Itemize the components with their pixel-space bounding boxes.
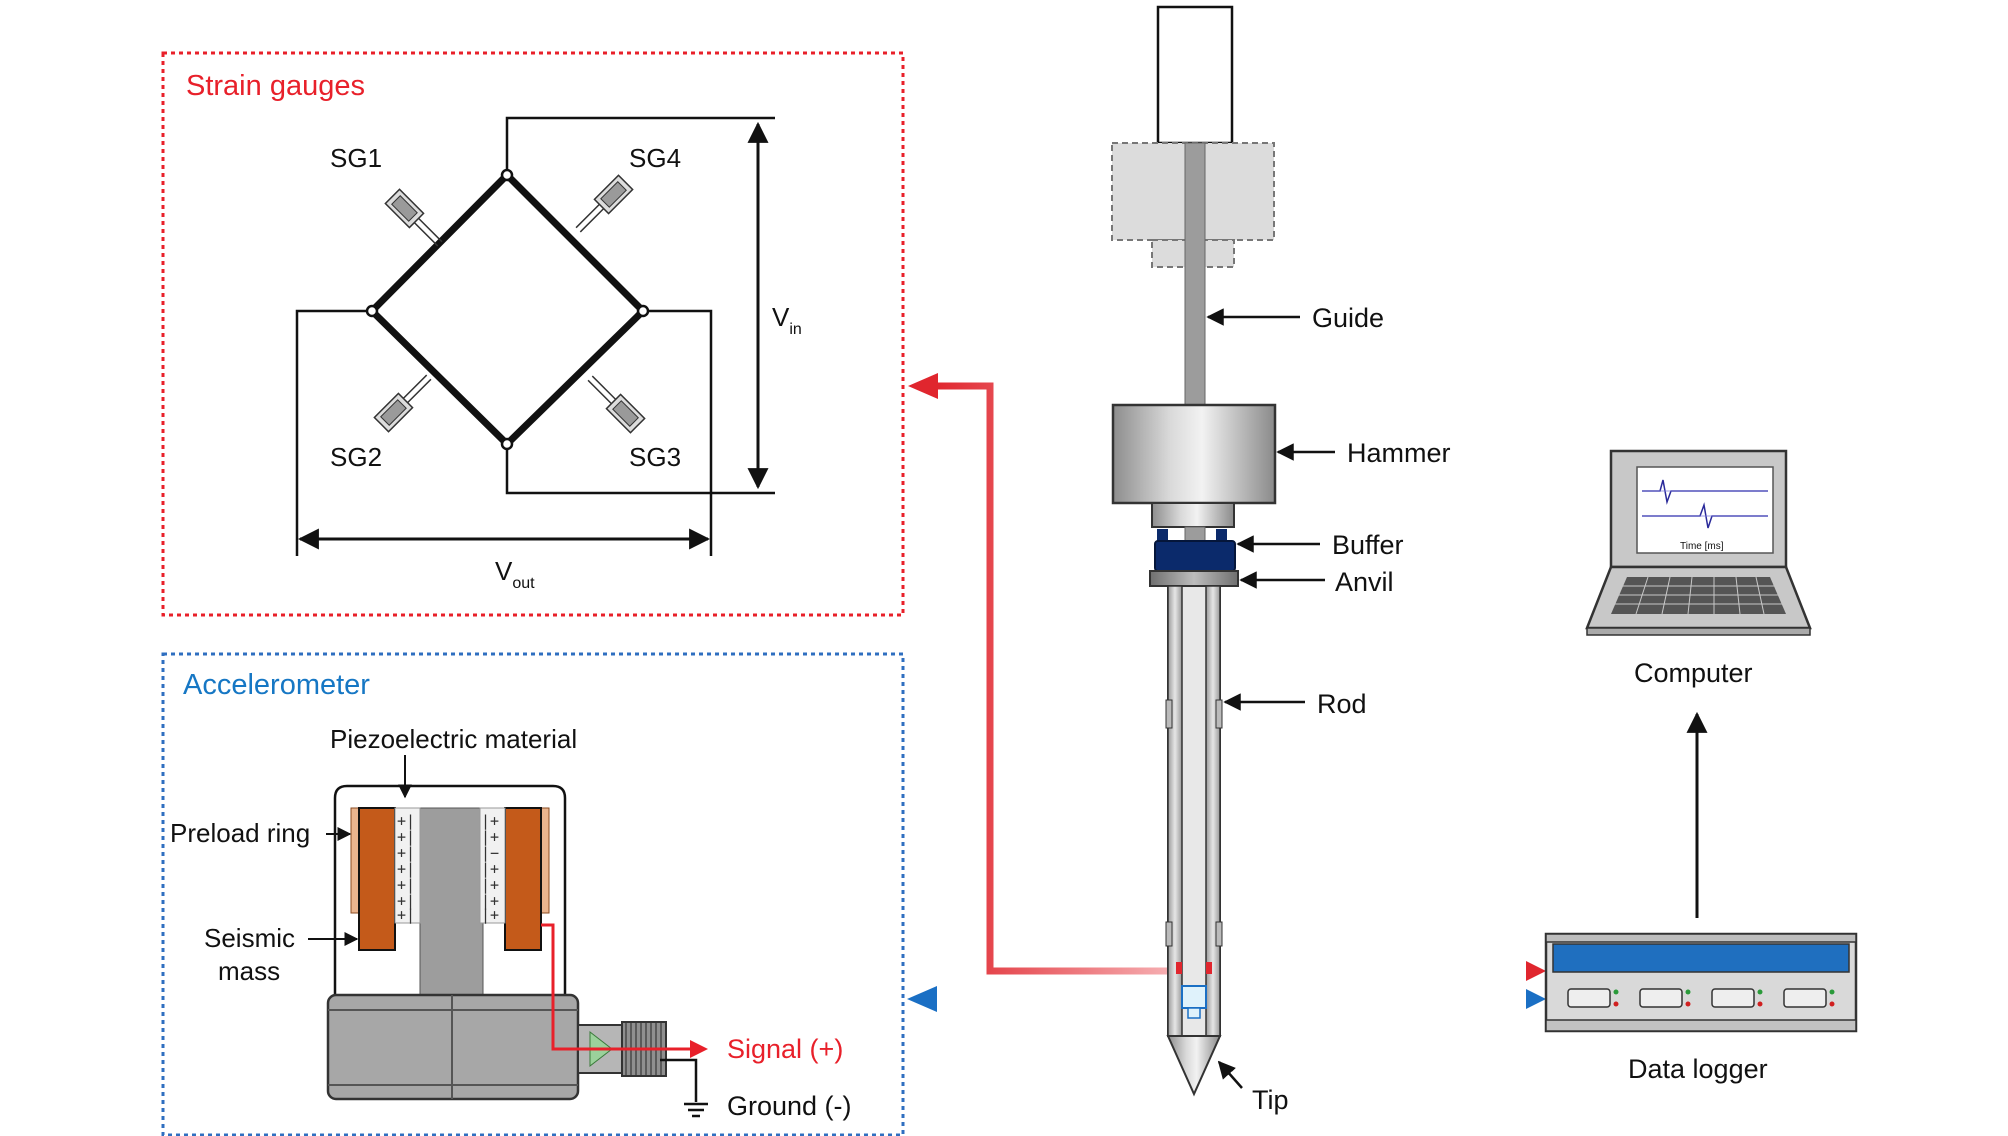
svg-text:+|: +| xyxy=(397,844,415,862)
preload-label: Preload ring xyxy=(170,818,310,848)
anvil xyxy=(1149,570,1239,587)
computer: Time [ms] Computer xyxy=(1585,449,1812,688)
piezo-charges-right: |+|+|− |+|+|+|+ xyxy=(481,812,499,924)
sg3-label: SG3 xyxy=(629,442,681,472)
accelerometer-title: Accelerometer xyxy=(183,669,370,701)
sg4-label: SG4 xyxy=(629,143,681,173)
sg2-label: SG2 xyxy=(330,442,382,472)
hammer-neck xyxy=(1151,502,1235,528)
sg1-label: SG1 xyxy=(330,143,382,173)
ground-icon xyxy=(684,1102,708,1118)
accelerometer-frame xyxy=(161,652,905,1136)
strain-gauges-frame xyxy=(161,51,905,617)
laptop-key-grid xyxy=(1615,576,1782,615)
svg-text:+|: +| xyxy=(397,812,415,830)
preload-ring-right xyxy=(540,807,550,914)
logger-display-panel xyxy=(1552,943,1850,973)
center-post xyxy=(419,807,484,996)
bridge-node-bottom xyxy=(500,437,514,451)
piezo-layer-left xyxy=(394,807,421,924)
svg-text:|+: |+ xyxy=(481,812,499,830)
piezo-label: Piezoelectric material xyxy=(330,724,577,754)
piezo-charges-left: +|+|+| +|+|+|+| xyxy=(397,812,415,924)
svg-text:|−: |− xyxy=(481,844,499,862)
tip-label: Tip xyxy=(1252,1085,1289,1115)
rod-strain-gauge-left xyxy=(1176,962,1182,974)
strain-gauges-panel: Strain gauges xyxy=(161,51,905,617)
strain-gauge-sg2 xyxy=(373,374,432,433)
seismic-label-1: Seismic xyxy=(204,923,295,953)
piezo-layer-right xyxy=(479,807,506,924)
data-logger-label: Data logger xyxy=(1628,1054,1768,1084)
svg-text:+|: +| xyxy=(397,860,415,878)
strain-gauge-sg1 xyxy=(384,188,443,247)
svg-text:|+: |+ xyxy=(481,892,499,910)
buffer xyxy=(1154,540,1236,572)
svg-text:|+: |+ xyxy=(481,828,499,846)
strain-gauge-sg4 xyxy=(575,174,634,233)
computer-label: Computer xyxy=(1634,658,1753,688)
svg-text:|+: |+ xyxy=(481,860,499,878)
top-handle xyxy=(1156,5,1234,145)
strain-cable-left xyxy=(935,382,1183,975)
svg-text:+|: +| xyxy=(397,828,415,846)
hammer xyxy=(1111,403,1277,505)
logger-top-strip xyxy=(1545,933,1857,943)
cone-tip xyxy=(1166,1035,1222,1097)
ground-label: Ground (-) xyxy=(727,1091,852,1121)
accelerometer-panel: Accelerometer +|+|+| +|+|+|+| |+|+|− |+|… xyxy=(161,652,905,1136)
wheatstone-bridge xyxy=(295,116,775,556)
guide-label: Guide xyxy=(1312,303,1384,333)
anvil-label: Anvil xyxy=(1335,567,1394,597)
svg-text:+|: +| xyxy=(397,906,415,924)
screen-waveform xyxy=(1642,479,1768,529)
svg-text:+|: +| xyxy=(397,876,415,894)
bridge-node-right xyxy=(636,304,650,318)
bridge-node-left xyxy=(365,304,379,318)
accel-cable-arrowhead xyxy=(907,986,937,1012)
penetrometer: Guide Hammer Buffer Anvil Rod Tip xyxy=(1111,5,1451,1115)
signal-label: Signal (+) xyxy=(727,1034,843,1064)
ground-wire xyxy=(660,1058,698,1102)
guide-rod xyxy=(1184,142,1206,406)
logger-channels xyxy=(1567,988,1835,1008)
seismic-mass-right xyxy=(504,807,542,951)
rod-accelerometer xyxy=(1181,985,1207,1009)
seismic-label-2: mass xyxy=(218,956,280,986)
preload-ring-left xyxy=(350,807,360,914)
svg-text:+|: +| xyxy=(397,892,415,910)
strain-gauges-title: Strain gauges xyxy=(186,70,365,102)
svg-text:|+: |+ xyxy=(481,906,499,924)
cables xyxy=(907,373,1546,1012)
rod-strain-gauge-right xyxy=(1206,962,1212,974)
strain-gauge-sg3 xyxy=(587,375,646,434)
svg-text:|+: |+ xyxy=(481,876,499,894)
strain-cable-arrowhead xyxy=(908,373,938,399)
bridge-node-top xyxy=(500,168,514,182)
vin-label: Vin xyxy=(772,302,802,338)
hammer-label: Hammer xyxy=(1347,438,1451,468)
vout-label: Vout xyxy=(495,556,535,592)
signal-wire xyxy=(541,923,690,1051)
buffer-label: Buffer xyxy=(1332,530,1404,560)
seismic-mass-left xyxy=(358,807,396,951)
data-logger: Data logger xyxy=(1544,932,1858,1084)
screen-axis-label: Time [ms] xyxy=(1680,541,1724,552)
rod-label: Rod xyxy=(1317,689,1367,719)
